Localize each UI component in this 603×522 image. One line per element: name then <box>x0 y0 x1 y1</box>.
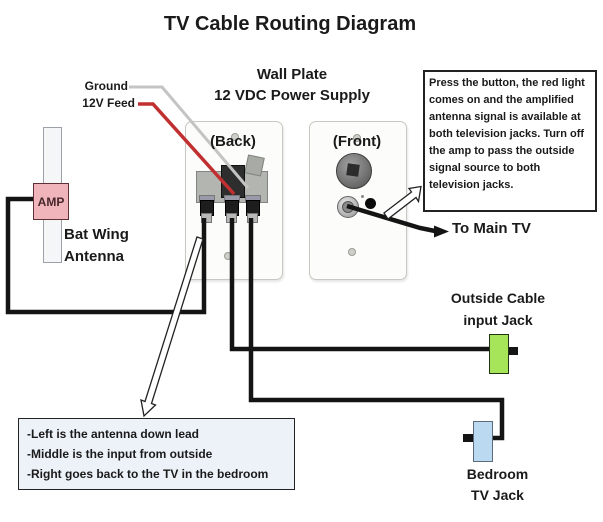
back-plate-label: (Back) <box>210 133 256 150</box>
amp-box: AMP <box>33 183 69 220</box>
amp-push-button <box>336 153 372 189</box>
to-main-tv-label: To Main TV <box>452 220 531 237</box>
amp-note-box: Press the button, the red light comes on… <box>423 70 597 212</box>
main-tv-arrowhead <box>434 225 449 238</box>
coax-connector-middle-tip <box>226 213 237 223</box>
pinhole <box>361 195 364 198</box>
screw-hole <box>348 248 356 256</box>
routing-note-box: -Left is the antenna down lead -Middle i… <box>18 418 295 490</box>
screw-hole <box>224 252 232 260</box>
outside-cable-input-jack <box>489 334 509 374</box>
bedroom-tv-jack <box>473 421 493 462</box>
amplifier-module <box>221 165 245 198</box>
amp-push-button-core <box>346 163 360 177</box>
diagram-title: TV Cable Routing Diagram <box>163 13 417 35</box>
front-plate-label: (Front) <box>332 133 382 150</box>
bedroom-jack-label-line2: TV Jack <box>471 487 524 503</box>
routing-note-line: -Middle is the input from outside <box>27 447 213 461</box>
coax-connector-left-tip <box>201 213 212 223</box>
ground-wire-label: Ground <box>84 79 128 93</box>
routing-note-line: -Left is the antenna down lead <box>27 427 200 441</box>
outside-jack-label: Outside Cable input Jack <box>433 287 563 331</box>
bedroom-jack-label: Bedroom TV Jack <box>440 464 555 506</box>
bedroom-jack-label-line1: Bedroom <box>466 466 529 482</box>
outside-jack-label-line1: Outside Cable <box>450 290 546 306</box>
front-coax-jack-center <box>342 201 354 213</box>
outside-jack-label-line2: input Jack <box>463 312 533 328</box>
antenna-label-line2: Antenna <box>64 248 124 265</box>
feed-wire-label: 12V Feed <box>82 96 135 110</box>
routing-note-line: -Right goes back to the TV in the bedroo… <box>27 467 269 481</box>
indicator-led <box>365 198 376 209</box>
coax-connector-right-tip <box>247 213 258 223</box>
screw-hole <box>353 134 361 142</box>
antenna-label: Bat Wing Antenna <box>64 224 129 268</box>
wall-plate-heading-line2: 12 VDC Power Supply <box>214 87 370 104</box>
antenna-label-line1: Bat Wing <box>64 226 129 243</box>
wall-plate-heading-line1: Wall Plate <box>256 66 328 83</box>
wall-plate-heading: Wall Plate 12 VDC Power Supply <box>192 64 392 106</box>
